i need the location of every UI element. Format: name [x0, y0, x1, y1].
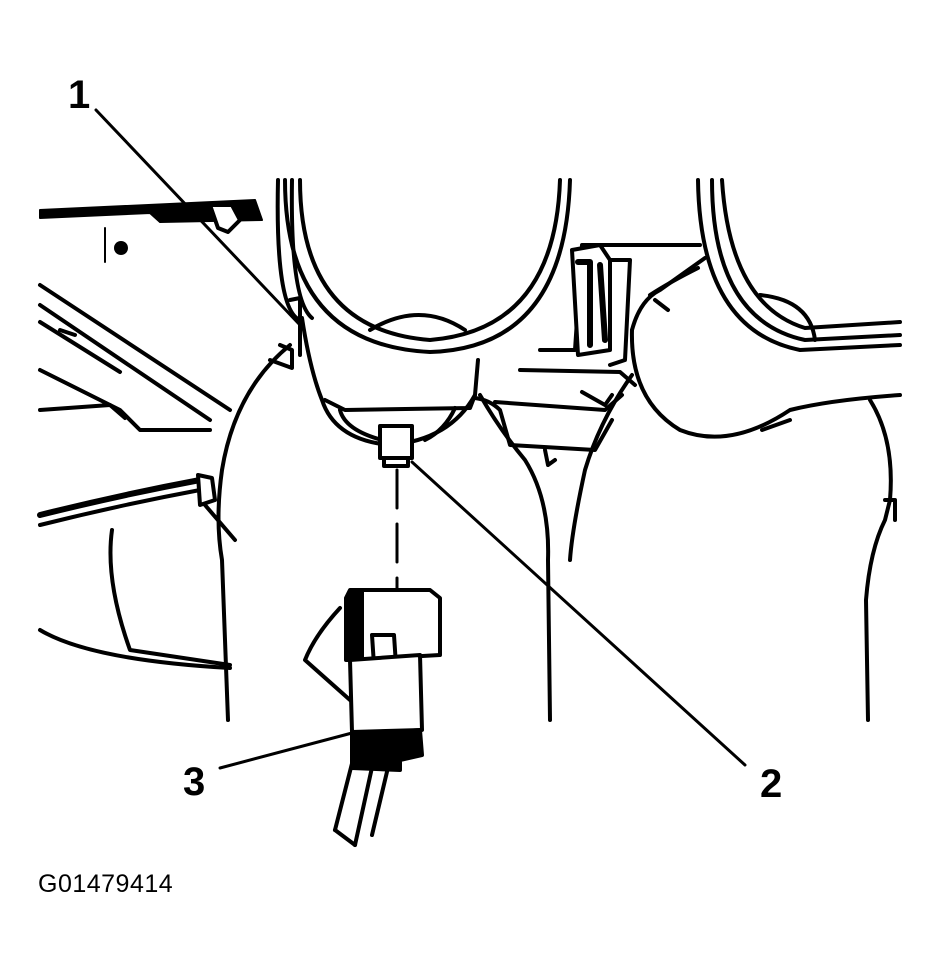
leader-line-2: [410, 460, 747, 767]
upper-left-bracket: [39, 199, 263, 263]
leader-line-3: [218, 731, 354, 770]
left-panel-edges: [38, 283, 232, 432]
wiring-connector: [303, 588, 442, 847]
column-socket: [378, 424, 414, 468]
callout-2: 2: [760, 762, 782, 806]
callout-1: 1: [68, 73, 90, 117]
leader-line-1: [94, 108, 302, 327]
leader-lines: [94, 108, 747, 770]
figure-id-label: G01479414: [38, 870, 174, 898]
right-column-tube: [629, 178, 902, 439]
right-center-bracket: [473, 243, 702, 467]
callout-3: 3: [183, 760, 205, 804]
center-column-tube: [275, 178, 572, 447]
center-funnel: [478, 373, 897, 722]
left-arc-wall: [37, 296, 302, 722]
